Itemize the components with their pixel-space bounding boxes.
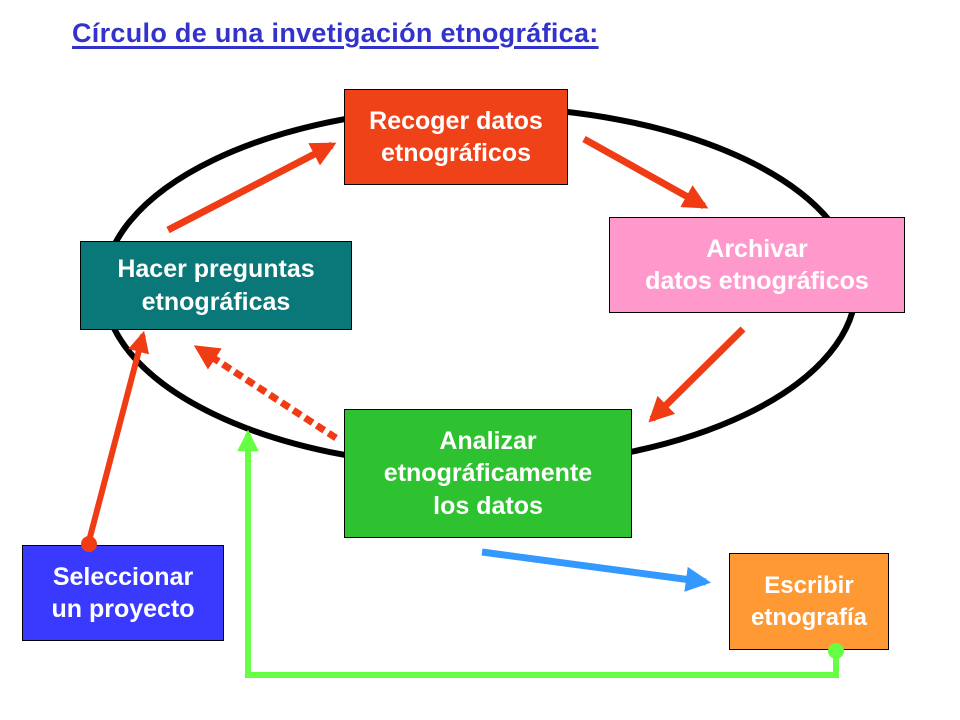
node-label-line: etnográficamente	[383, 459, 593, 488]
node-label-line: Hacer preguntas	[117, 255, 315, 283]
arrow-analyze-to-questions-dotted	[193, 345, 338, 441]
node-label-line: etnografía	[750, 603, 867, 631]
node-analyze-data: Analizar etnográficamente los datos	[344, 409, 632, 538]
page-title: Círculo de una invetigación etnográfica:	[72, 18, 599, 48]
arrow-collect-to-archive	[582, 135, 709, 210]
node-collect-data: Recoger datos etnográficos	[344, 89, 568, 185]
arrow-analyze-to-write	[481, 548, 711, 592]
node-archive-data: Archivar datos etnográficos	[609, 217, 905, 313]
node-label-line: Escribir	[764, 572, 854, 600]
arrow-questions-to-collect	[166, 141, 337, 234]
node-label-line: datos etnográficos	[645, 267, 869, 295]
node-label-line: Analizar	[439, 426, 537, 455]
node-label-line: un proyecto	[51, 595, 195, 623]
node-label-line: los datos	[433, 491, 543, 520]
node-label-line: etnográficas	[141, 287, 291, 316]
node-label-line: etnográficos	[380, 139, 532, 167]
node-label-line: Seleccionar	[52, 562, 194, 591]
node-label-line: Recoger datos	[369, 106, 543, 135]
node-ask-questions: Hacer preguntas etnográficas	[80, 241, 352, 330]
arrow-archive-to-analyze	[648, 326, 746, 423]
node-select-project: Seleccionar un proyecto	[22, 545, 224, 641]
arrow-select-to-questions	[86, 330, 150, 542]
node-write-ethnography: Escribir etnografía	[729, 553, 889, 650]
node-label-line: Archivar	[706, 234, 808, 263]
feedback-line-write-to-cycle	[237, 429, 839, 678]
